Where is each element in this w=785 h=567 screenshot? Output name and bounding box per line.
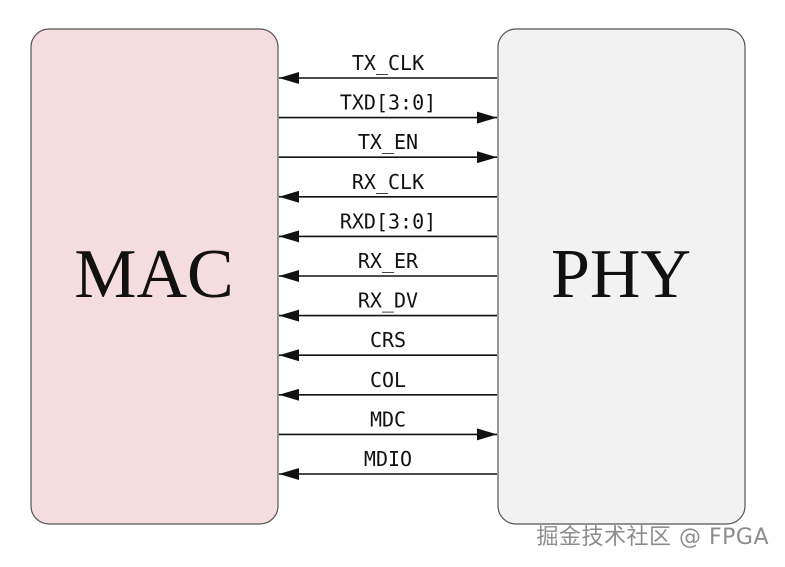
signal-label-mdio: MDIO: [364, 447, 412, 471]
mac-label: MAC: [74, 236, 233, 313]
mac-block: [30, 28, 279, 525]
signal-label-rx-er: RX_ER: [358, 249, 419, 273]
signal-label-crs: CRS: [370, 328, 406, 352]
signal-label-tx-clk: TX_CLK: [352, 51, 424, 75]
signal-label-rxd-3-0: RXD[3:0]: [340, 209, 436, 233]
signal-label-mdc: MDC: [370, 407, 406, 431]
phy-block: [497, 28, 746, 525]
watermark: 掘金技术社区 @ FPGA: [536, 525, 769, 550]
signal-label-rx-dv: RX_DV: [358, 289, 418, 313]
signal-label-tx-en: TX_EN: [358, 130, 418, 154]
signal-label-rx-clk: RX_CLK: [352, 170, 424, 194]
phy-label: PHY: [551, 236, 691, 313]
signal-label-col: COL: [370, 368, 406, 392]
signal-lines: TX_CLK TXD[3:0] TX_EN RX_CLK RXD[3:0] RX_ER RX…: [279, 51, 497, 480]
signal-label-txd-3-0: TXD[3:0]: [340, 91, 436, 115]
